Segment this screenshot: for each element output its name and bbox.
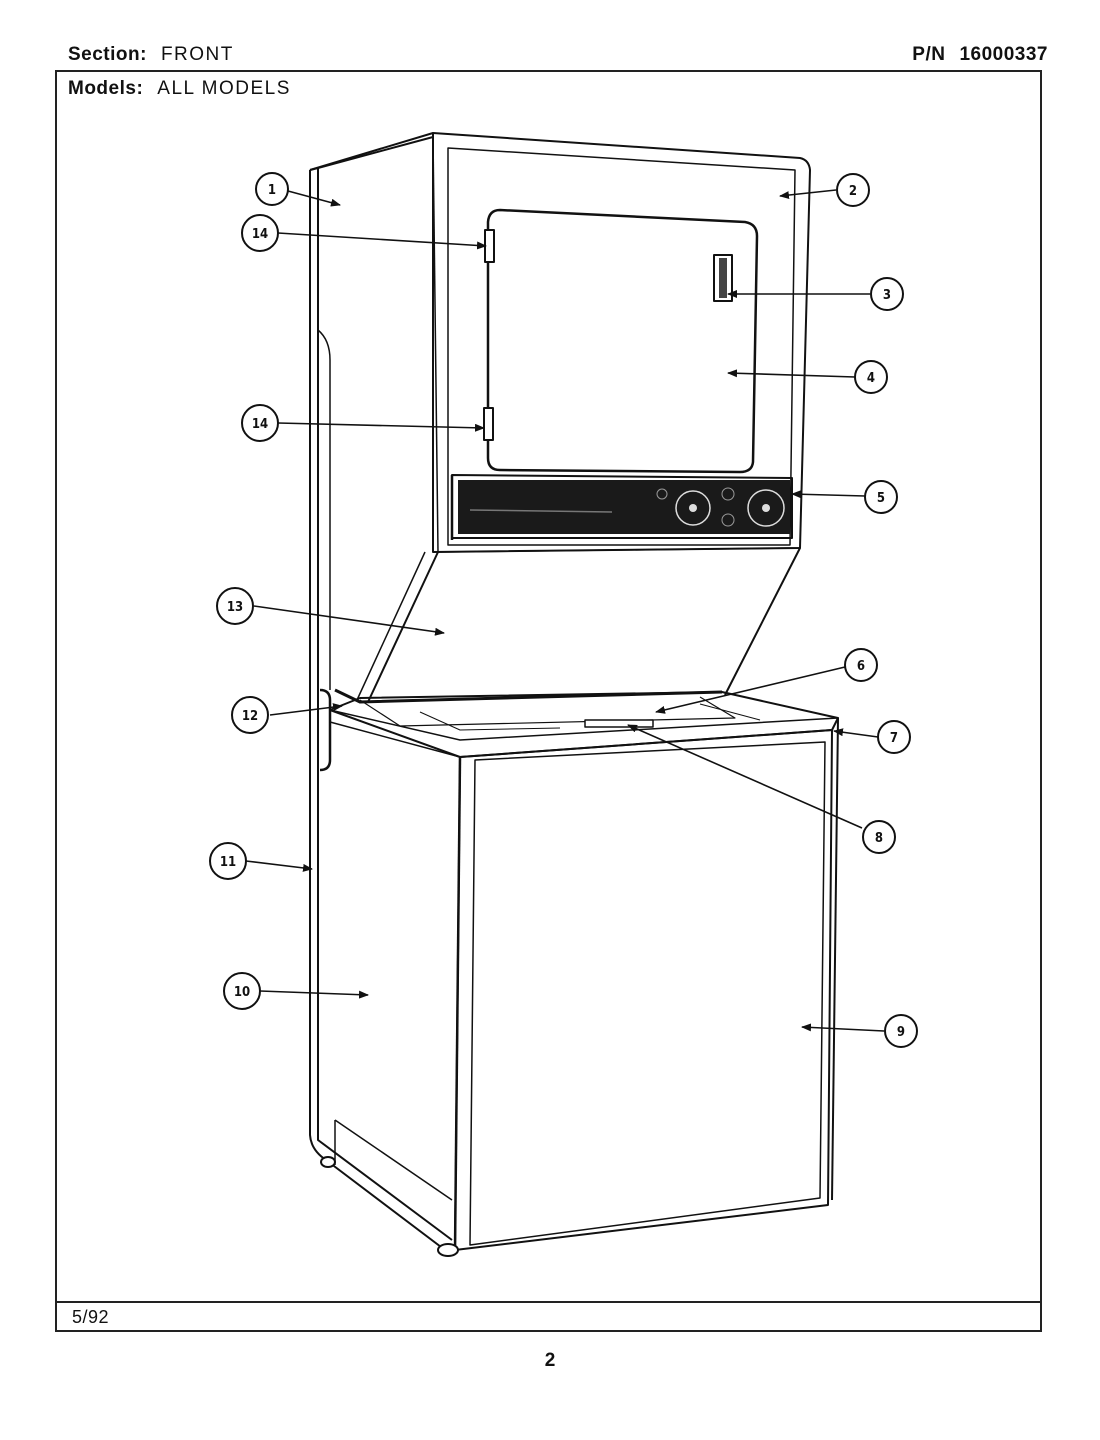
leveling-foot-front: [437, 1243, 459, 1257]
section-label: Section:: [68, 44, 147, 65]
washer-lid-handle: [584, 719, 654, 728]
footer-divider: [55, 1301, 1042, 1303]
leader-8: [627, 724, 863, 829]
callout-8-label: 8: [875, 831, 883, 846]
dryer-door: [486, 208, 759, 474]
callout-13: 13: [216, 587, 254, 625]
callout-9: 9: [884, 1014, 918, 1048]
callout-14-lower-label: 14: [252, 417, 268, 432]
callout-13-label: 13: [227, 600, 243, 615]
leader-13: [253, 605, 445, 636]
side-handle: [319, 688, 332, 772]
leader-14b: [277, 422, 485, 432]
leader-5: [791, 490, 866, 499]
washer-side-panel: [329, 721, 461, 758]
diagram-frame: [55, 70, 1042, 1332]
leader-2: [779, 189, 837, 200]
upper-hinge: [484, 229, 495, 263]
part-number-line: P/N 16000337: [912, 44, 1048, 66]
leader-4: [727, 369, 856, 378]
page-number: 2: [544, 1350, 556, 1371]
callout-11-label: 11: [220, 855, 236, 870]
callout-5-label: 5: [877, 491, 885, 506]
cabinet-side-panel: [317, 168, 453, 1241]
leader-6: [655, 666, 846, 714]
callout-3-label: 3: [883, 288, 891, 303]
part-number-label: P/N: [912, 44, 946, 65]
callout-4-label: 4: [867, 371, 875, 386]
callout-5: 5: [864, 480, 898, 514]
callout-14-upper-label: 14: [252, 227, 268, 242]
leveling-foot-rear: [320, 1156, 336, 1168]
callout-9-label: 9: [897, 1025, 905, 1040]
callout-6: 6: [844, 648, 878, 682]
models-line: Models: ALL MODELS: [68, 78, 291, 100]
part-number-value: 16000337: [959, 44, 1048, 65]
models-value: ALL MODELS: [157, 78, 291, 99]
callout-7: 7: [877, 720, 911, 754]
leader-11: [245, 860, 313, 872]
lower-hinge: [483, 407, 494, 441]
leader-7: [833, 728, 879, 738]
leader-14a: [277, 232, 487, 250]
callout-14-upper: 14: [241, 214, 279, 252]
leader-10: [259, 990, 369, 999]
callout-1: 1: [255, 172, 289, 206]
callout-12: 12: [231, 696, 269, 734]
leader-12: [269, 703, 343, 716]
callout-14-lower: 14: [241, 404, 279, 442]
washer-front-panel: [454, 729, 833, 1251]
callout-6-label: 6: [857, 659, 865, 674]
section-line: Section: FRONT: [68, 44, 234, 66]
revision-date: 5/92: [72, 1307, 110, 1327]
callout-12-label: 12: [242, 709, 258, 724]
leader-1: [287, 190, 341, 207]
callout-8: 8: [862, 820, 896, 854]
callout-10-label: 10: [234, 985, 250, 1000]
callout-leaders: [245, 189, 885, 1032]
leader-9: [801, 1023, 885, 1032]
callout-3: 3: [870, 277, 904, 311]
section-value: FRONT: [160, 44, 234, 65]
callout-7-label: 7: [890, 731, 898, 746]
callout-10: 10: [223, 972, 261, 1010]
callout-bubbles: 1 2 3 4 5 6 7 8: [209, 172, 918, 1048]
callout-11: 11: [209, 842, 247, 880]
dryer-front-panel: [432, 132, 811, 553]
callout-4: 4: [854, 360, 888, 394]
callout-2-label: 2: [849, 184, 857, 199]
callout-2: 2: [836, 173, 870, 207]
models-label: Models:: [68, 78, 144, 99]
callout-1-label: 1: [268, 183, 276, 198]
appliance-illustration: [309, 132, 839, 1257]
washer-rear-edge: [334, 688, 723, 704]
